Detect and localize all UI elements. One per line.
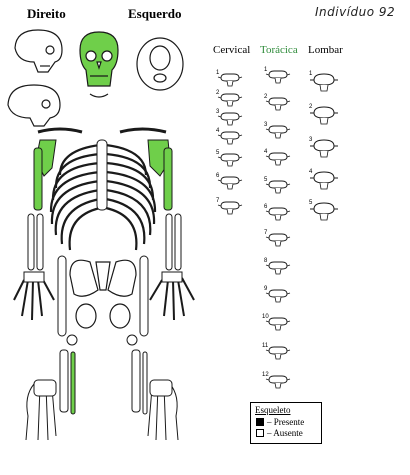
cervical-number-5: 5 [216, 150, 219, 156]
cervical-vertebra-5 [218, 154, 242, 166]
legend-absent-row: – Ausente [256, 428, 303, 438]
lumbar-vertebra-5 [310, 203, 338, 220]
cervical-number-7: 7 [216, 198, 219, 204]
lumbar-vertebra-3 [310, 140, 338, 157]
right-foot [26, 380, 56, 440]
left-clavicle [120, 129, 166, 132]
skull-lateral-top [15, 30, 62, 72]
thoracic-number-9: 9 [264, 286, 267, 292]
cervical-number-2: 2 [216, 90, 219, 96]
legend: Esqueleto – Presente – Ausente [250, 402, 322, 444]
thoracic-vertebra-12 [266, 376, 290, 388]
cervical-vertebra-7 [218, 202, 242, 214]
cervical-number-1: 1 [216, 70, 219, 76]
thoracic-vertebra-1 [266, 71, 290, 83]
thoracic-vertebra-7 [266, 234, 290, 246]
right-femur [58, 256, 66, 336]
right-forearm [28, 214, 43, 270]
thoracic-number-8: 8 [264, 258, 267, 264]
thoracic-vertebrae [266, 71, 290, 388]
lumbar-number-2: 2 [309, 104, 312, 110]
thoracic-vertebra-9 [266, 290, 290, 302]
lumbar-number-3: 3 [309, 137, 312, 143]
legend-absent-swatch [256, 429, 264, 437]
left-patella [127, 335, 137, 345]
thoracic-vertebra-2 [266, 98, 290, 110]
thoracic-number-5: 5 [264, 177, 267, 183]
thoracic-number-4: 4 [264, 149, 267, 155]
left-lower-leg [132, 350, 147, 414]
cervical-vertebra-3 [218, 113, 242, 125]
left-foot [148, 380, 178, 440]
left-femur [140, 256, 148, 336]
cervical-vertebrae [218, 74, 242, 214]
legend-absent-label: – Ausente [267, 428, 303, 438]
lumbar-number-1: 1 [309, 71, 312, 77]
right-fibula-present [71, 352, 75, 414]
thoracic-vertebra-5 [266, 181, 290, 193]
thoracic-number-1: 1 [264, 67, 267, 73]
left-hand [150, 272, 194, 320]
cervical-vertebra-1 [218, 74, 242, 86]
lumbar-number-5: 5 [309, 200, 312, 206]
thoracic-number-11: 11 [262, 343, 268, 349]
thoracic-vertebra-11 [266, 347, 290, 359]
cervical-number-3: 3 [216, 109, 219, 115]
skull-inferior [137, 38, 183, 90]
left-humerus-present [164, 148, 172, 210]
cervical-vertebra-6 [218, 177, 242, 189]
left-forearm [166, 214, 181, 270]
thoracic-number-7: 7 [264, 230, 267, 236]
right-hand [14, 272, 54, 320]
legend-present-swatch [256, 418, 264, 426]
thoracic-number-3: 3 [264, 122, 267, 128]
thoracic-number-6: 6 [264, 204, 267, 210]
legend-present-row: – Presente [256, 417, 304, 427]
lumbar-vertebrae [310, 74, 338, 220]
lumbar-vertebra-4 [310, 172, 338, 189]
thoracic-number-2: 2 [264, 94, 267, 100]
thoracic-number-12: 12 [262, 372, 269, 378]
right-lower-leg [60, 350, 75, 414]
right-clavicle [38, 129, 82, 132]
thoracic-vertebra-8 [266, 262, 290, 274]
sternum [97, 140, 107, 210]
cervical-number-6: 6 [216, 173, 219, 179]
thoracic-vertebra-4 [266, 153, 290, 165]
thoracic-vertebra-10 [266, 318, 290, 330]
lumbar-number-4: 4 [309, 169, 312, 175]
legend-present-label: – Presente [267, 417, 304, 427]
lumbar-vertebra-1 [310, 74, 338, 91]
cervical-vertebra-2 [218, 94, 242, 106]
cervical-number-4: 4 [216, 128, 219, 134]
pelvis [70, 260, 136, 328]
skull-frontal-present [80, 32, 118, 97]
lumbar-vertebra-2 [310, 107, 338, 124]
cervical-vertebra-4 [218, 132, 242, 144]
right-patella [67, 335, 77, 345]
thoracic-vertebra-3 [266, 126, 290, 138]
thoracic-number-10: 10 [262, 314, 269, 320]
thoracic-vertebra-6 [266, 208, 290, 220]
right-humerus-present [34, 148, 42, 210]
skull-lateral-bottom [8, 85, 60, 126]
legend-title: Esqueleto [255, 405, 291, 415]
